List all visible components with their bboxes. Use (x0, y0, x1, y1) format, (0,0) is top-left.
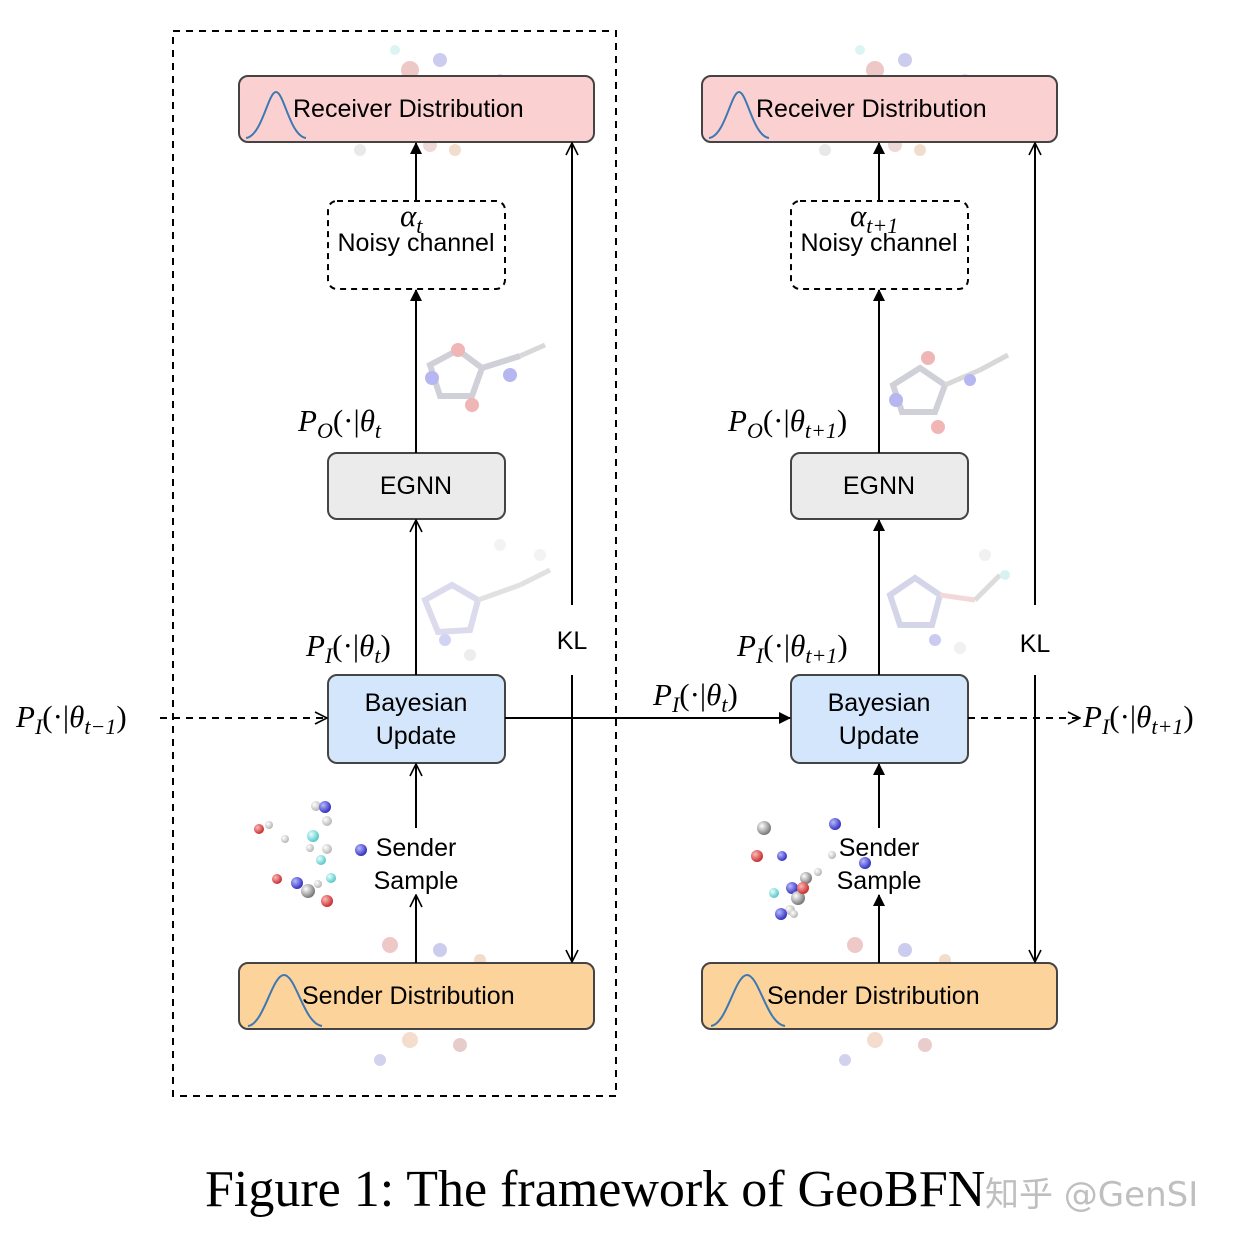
left-sender-dist-label: Sender Distribution (302, 982, 515, 1010)
atom-point-cloud (751, 818, 871, 920)
left-sender-line2: Sample (374, 867, 459, 895)
right-sender-line1: Sender (839, 834, 920, 862)
gaussian-curve-icon (708, 90, 770, 139)
right-egnn-label: EGNN (843, 472, 915, 500)
molecule-icon (889, 351, 1010, 434)
left-noisy-channel: αt Noisy channel (327, 198, 506, 290)
left-egnn: EGNN (327, 452, 506, 520)
right-sender-dist-label: Sender Distribution (767, 982, 980, 1010)
left-sender-line1: Sender (376, 834, 457, 862)
gaussian-curve-icon (247, 973, 323, 1027)
right-bayes-line2: Update (839, 722, 920, 750)
left-column: Receiver Distribution αt Noisy channel E… (238, 45, 595, 1066)
incoming-p-label: PI(·|θt−1) (15, 699, 127, 739)
molecule-icon (886, 549, 1010, 654)
right-sender-distribution: Sender Distribution (701, 937, 1058, 1066)
right-kl-label: KL (1020, 630, 1051, 658)
left-sender-distribution: Sender Distribution (238, 937, 595, 1066)
right-bayes-line1: Bayesian (828, 689, 931, 717)
left-noisy-label: Noisy channel (337, 229, 494, 257)
right-p-out-label: PO(·|θt+1) (727, 403, 847, 443)
molecule-icon (421, 539, 552, 661)
gaussian-curve-icon (710, 973, 786, 1027)
outgoing-p-label: PI(·|θt+1) (1082, 699, 1194, 739)
left-bayes-line1: Bayesian (365, 689, 468, 717)
atom-point-cloud (254, 801, 367, 907)
right-noisy-label: Noisy channel (800, 229, 957, 257)
right-noisy-channel: αt+1 Noisy channel (790, 198, 969, 290)
gaussian-curve-icon (245, 90, 307, 139)
middle-p-label: PI(·|θt) (652, 677, 738, 717)
figure-caption: Figure 1: The framework of GeoBFN (205, 1161, 985, 1218)
right-egnn: EGNN (790, 452, 969, 520)
right-p-in-label: PI(·|θt+1) (736, 628, 848, 668)
left-egnn-label: EGNN (380, 472, 452, 500)
right-bayesian-update: Bayesian Update (790, 674, 969, 764)
left-bayesian-update: Bayesian Update (327, 674, 506, 764)
left-kl-label: KL (557, 627, 588, 655)
left-receiver-distribution: Receiver Distribution (238, 45, 595, 156)
right-receiver-distribution: Receiver Distribution (701, 45, 1058, 156)
molecule-icon (425, 342, 547, 412)
left-block-frame (172, 30, 617, 1097)
watermark: 知乎 @GenSI (985, 1175, 1198, 1215)
right-sender-line2: Sample (837, 867, 922, 895)
right-column: Receiver Distribution αt+1 Noisy channel… (701, 45, 1058, 1066)
left-p-out-label: PO(·|θt (297, 403, 382, 443)
left-bayes-line2: Update (376, 722, 457, 750)
atom-point-cloud (839, 937, 951, 1066)
left-p-in-label: PI(·|θt) (305, 628, 391, 668)
right-receiver-label: Receiver Distribution (756, 95, 987, 123)
left-receiver-label: Receiver Distribution (293, 95, 524, 123)
